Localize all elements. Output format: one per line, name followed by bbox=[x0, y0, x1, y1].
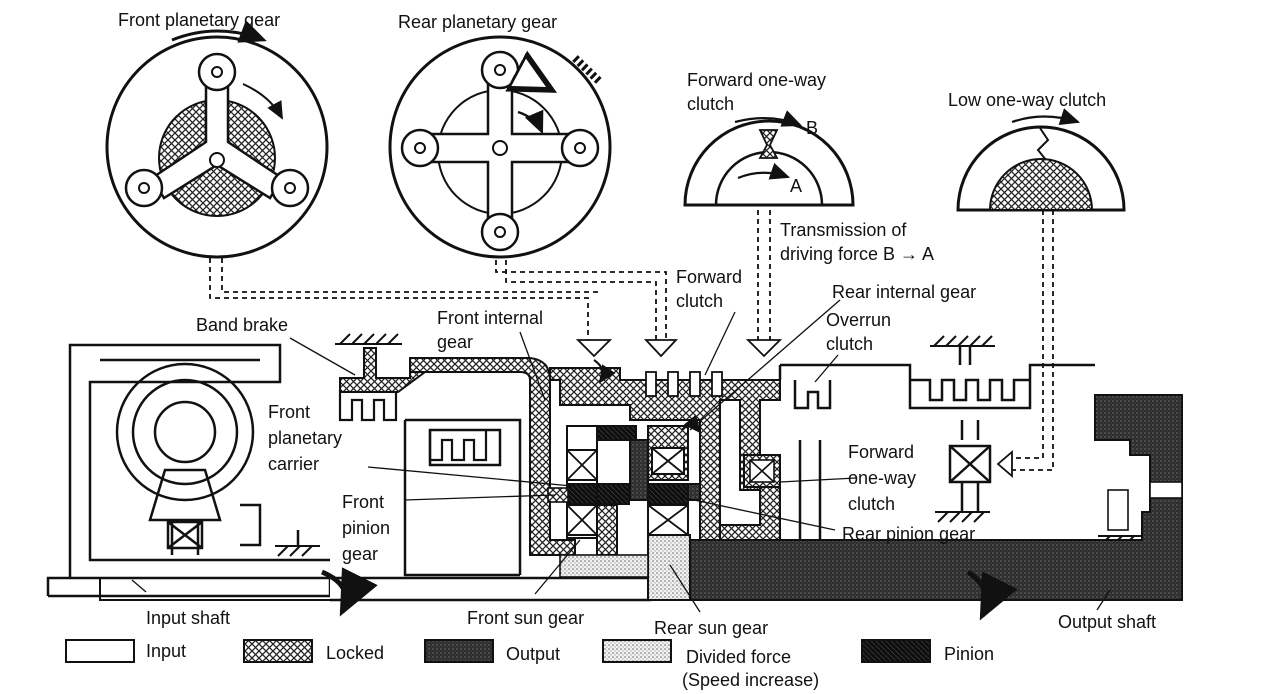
label-forward-one-way-clutch-top-2: clutch bbox=[687, 94, 735, 114]
label-forward-one-way-clutch-top-1: Forward one-way bbox=[687, 70, 827, 90]
power-flow-connectors bbox=[209, 210, 1054, 471]
label-overrun-clutch-2: clutch bbox=[826, 334, 874, 354]
forward-one-way-clutch-view bbox=[683, 110, 855, 207]
low-one-way-clutch-view bbox=[956, 108, 1126, 212]
connector-arrowheads bbox=[575, 339, 1013, 478]
label-front-planetary-carrier-2: planetary bbox=[268, 428, 343, 448]
label-front-sun-gear: Front sun gear bbox=[467, 608, 585, 628]
label-forward-one-way-clutch-body-3: clutch bbox=[848, 494, 896, 514]
front-planetary-gear-view bbox=[105, 20, 329, 259]
label-forward-one-way-clutch-body-1: Forward bbox=[848, 442, 915, 462]
label-forward-clutch-1: Forward bbox=[676, 267, 743, 287]
legend-label-divided-force: Divided force bbox=[686, 647, 792, 667]
label-front-internal-gear-1: Front internal bbox=[437, 308, 544, 328]
label-rear-pinion-gear: Rear pinion gear bbox=[842, 524, 976, 544]
legend-label-input: Input bbox=[146, 641, 187, 661]
label-transmission-note-2: driving force B → A bbox=[780, 244, 935, 264]
label-forward-one-way-clutch-body-2: one-way bbox=[848, 468, 917, 488]
legend-swatch-locked bbox=[243, 639, 313, 663]
leader-lines bbox=[131, 299, 1111, 613]
label-overrun-clutch-1: Overrun bbox=[826, 310, 892, 330]
label-transmission-note-1: Transmission of bbox=[780, 220, 907, 240]
label-front-pinion-gear-3: gear bbox=[342, 544, 379, 564]
mechanism-cross-section bbox=[46, 333, 1183, 621]
label-forward-clutch-2: clutch bbox=[676, 291, 724, 311]
label-rear-sun-gear: Rear sun gear bbox=[654, 618, 769, 638]
label-band-brake: Band brake bbox=[196, 315, 289, 335]
legend-label-locked: Locked bbox=[326, 643, 385, 663]
legend-label-divided-force-sub: (Speed increase) bbox=[682, 670, 820, 690]
legend-swatch-input bbox=[65, 639, 135, 663]
label-front-internal-gear-2: gear bbox=[437, 332, 474, 352]
label-output-shaft: Output shaft bbox=[1058, 612, 1157, 632]
legend-swatch-divided bbox=[602, 639, 672, 663]
label-point-a: A bbox=[790, 176, 803, 196]
legend-label-pinion: Pinion bbox=[944, 644, 995, 664]
label-rear-planetary-gear: Rear planetary gear bbox=[398, 12, 558, 32]
legend-label-output: Output bbox=[506, 644, 561, 664]
legend-swatch-pinion bbox=[861, 639, 931, 663]
label-rear-internal-gear: Rear internal gear bbox=[832, 282, 977, 302]
legend-swatch-output bbox=[424, 639, 494, 663]
label-low-one-way-clutch: Low one-way clutch bbox=[948, 90, 1107, 110]
label-input-shaft: Input shaft bbox=[146, 608, 231, 628]
label-front-pinion-gear-2: pinion bbox=[342, 518, 391, 538]
label-point-b: B bbox=[806, 118, 819, 138]
legend bbox=[65, 639, 931, 663]
label-front-planetary-carrier-1: Front bbox=[268, 402, 311, 422]
label-front-pinion-gear-1: Front bbox=[342, 492, 385, 512]
rear-planetary-gear-view bbox=[388, 35, 612, 259]
label-front-planetary-gear: Front planetary gear bbox=[118, 10, 281, 30]
label-front-planetary-carrier-3: carrier bbox=[268, 454, 320, 474]
